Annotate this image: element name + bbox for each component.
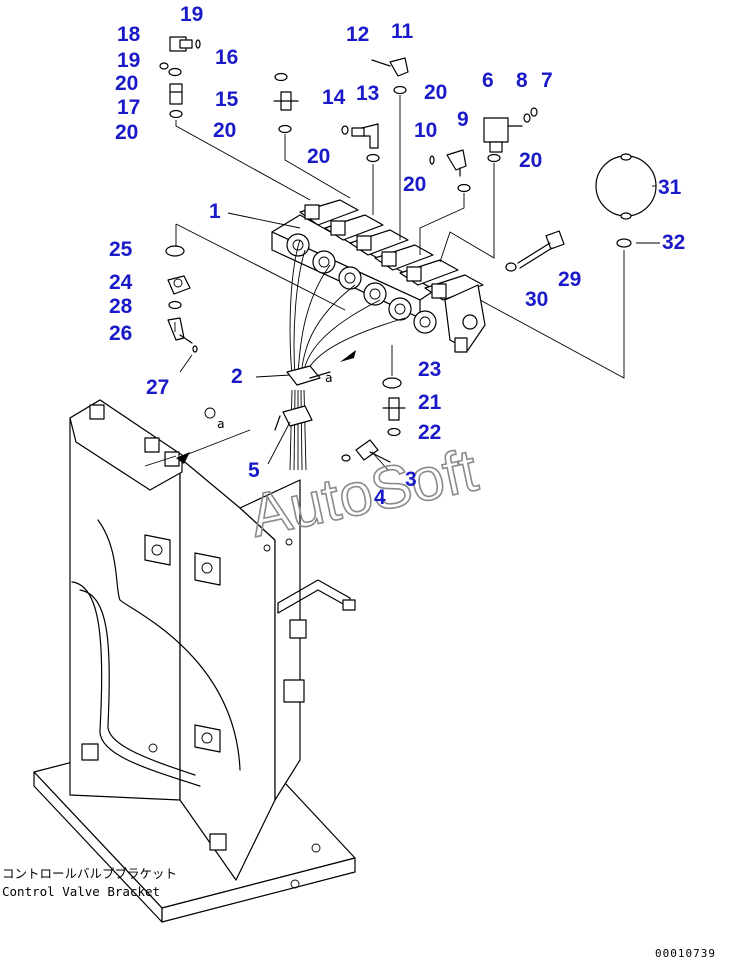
callout-20-g: 20 — [403, 173, 426, 196]
callout-22: 22 — [418, 421, 441, 444]
wire-harness — [274, 239, 406, 471]
callout-25: 25 — [109, 238, 133, 261]
callout-18: 18 — [117, 23, 141, 46]
control-valve-bracket — [33, 399, 356, 923]
o-rings — [159, 39, 632, 462]
callout-4: 4 — [374, 486, 386, 509]
callout-8: 8 — [516, 69, 528, 92]
callout-20-a: 20 — [115, 72, 138, 95]
leader-lines — [144, 95, 660, 471]
callout-3: 3 — [405, 468, 417, 491]
callout-24: 24 — [109, 271, 133, 294]
callout-9: 9 — [457, 108, 469, 131]
caption-japanese: コントロールバルブブラケット — [2, 866, 177, 881]
callout-28: 28 — [109, 295, 133, 318]
callout-29: 29 — [558, 268, 581, 291]
callout-6: 6 — [482, 69, 494, 92]
callout-16: 16 — [215, 46, 238, 69]
callout-numbers: 1 2 3 4 5 6 7 8 9 10 11 12 13 14 15 16 1… — [109, 3, 685, 509]
caption-english: Control Valve Bracket — [2, 884, 160, 899]
valve-sections — [286, 199, 484, 334]
callout-17: 17 — [117, 96, 140, 119]
callout-2: 2 — [231, 365, 243, 388]
callout-20-e: 20 — [307, 145, 330, 168]
view-marker-a-upper: a — [325, 370, 333, 385]
callout-23: 23 — [418, 358, 441, 381]
callout-21: 21 — [418, 391, 442, 414]
callout-19: 19 — [117, 49, 140, 72]
callout-19-top: 19 — [180, 3, 203, 26]
callout-27: 27 — [146, 376, 169, 399]
arrow-icon — [340, 350, 356, 362]
callout-20-d: 20 — [424, 81, 447, 104]
callout-32: 32 — [662, 231, 685, 254]
small-parts — [167, 36, 657, 463]
callout-5: 5 — [248, 459, 260, 482]
callout-15: 15 — [215, 88, 239, 111]
callout-13: 13 — [356, 82, 379, 105]
callout-10: 10 — [414, 119, 437, 142]
callout-20-b: 20 — [115, 121, 138, 144]
callout-7: 7 — [541, 69, 553, 92]
callout-11: 11 — [391, 20, 414, 43]
callout-20-f: 20 — [519, 149, 542, 172]
callout-1: 1 — [209, 200, 221, 223]
view-markers: a a — [176, 350, 356, 464]
callout-12: 12 — [346, 23, 369, 46]
callout-31: 31 — [658, 176, 682, 199]
callout-14: 14 — [322, 86, 346, 109]
control-valve — [271, 199, 486, 353]
callout-30: 30 — [525, 288, 548, 311]
view-marker-a-lower: a — [217, 416, 225, 431]
callout-26: 26 — [109, 322, 132, 345]
document-number: 00010739 — [655, 947, 716, 960]
callout-20-c: 20 — [213, 119, 236, 142]
arrow-icon — [176, 452, 190, 464]
